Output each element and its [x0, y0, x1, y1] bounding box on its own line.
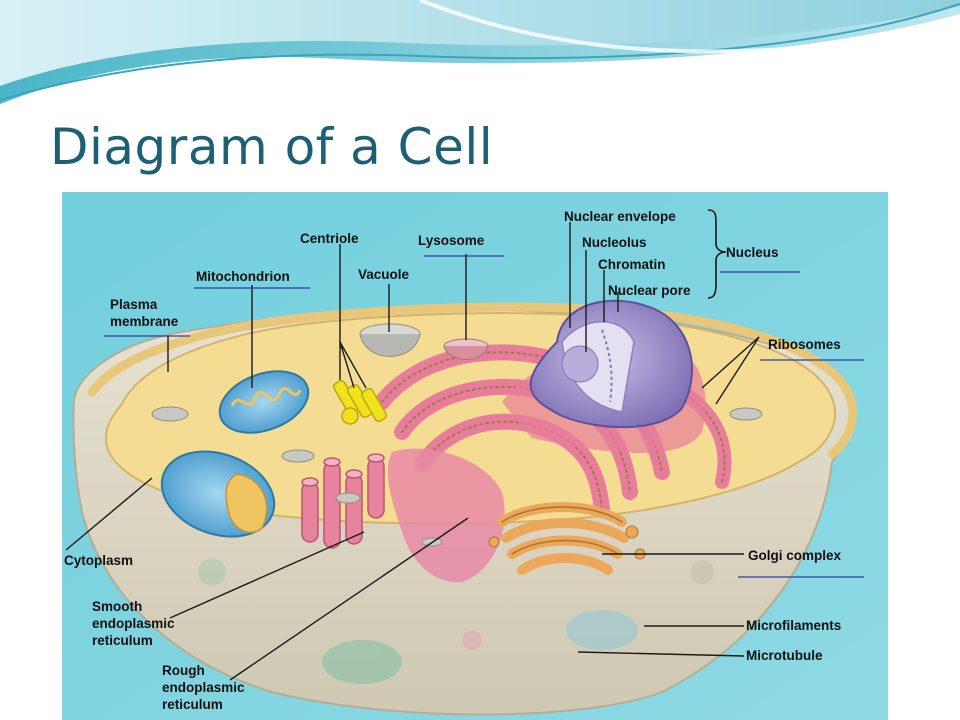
nucleus	[502, 299, 706, 454]
nucleolus-body	[561, 345, 599, 383]
header-wave-line	[0, 3, 960, 101]
label-rough-er-line-2: endoplasmic	[162, 680, 245, 695]
header-wave-front	[0, 0, 960, 86]
smooth-er	[301, 453, 385, 549]
label-smooth-er-line-3: reticulum	[92, 633, 153, 648]
lysosome-bowl	[443, 338, 489, 360]
cutaway-organelles	[198, 558, 714, 684]
header-wave-line-2	[419, 0, 960, 54]
plasma-membrane-rim	[87, 302, 858, 459]
centriole-body	[333, 379, 387, 425]
golgi-complex	[488, 502, 646, 575]
mitochondrion-bottom	[160, 450, 276, 538]
nucleus-brace	[707, 209, 727, 299]
label-rough-er: Rough endoplasmic reticulum	[162, 662, 245, 713]
vacuole-bowl	[359, 323, 421, 357]
label-nucleus: Nucleus	[726, 245, 779, 260]
label-nuclear-pore: Nuclear pore	[608, 283, 691, 298]
label-rough-er-line-1: Rough	[162, 663, 205, 678]
label-ribosomes: Ribosomes	[768, 337, 841, 352]
label-plasma-membrane-line-2: membrane	[110, 314, 179, 329]
rough-er-cutface	[387, 448, 505, 583]
label-golgi-complex: Golgi complex	[748, 548, 842, 563]
label-nucleolus: Nucleolus	[582, 235, 647, 250]
label-cytoplasm: Cytoplasm	[64, 553, 134, 568]
cell-illustration	[62, 192, 888, 720]
leader-lines	[65, 222, 760, 681]
label-centriole: Centriole	[300, 231, 359, 246]
label-vacuole: Vacuole	[358, 267, 410, 282]
vesicles	[151, 406, 763, 547]
label-nuclear-envelope: Nuclear envelope	[564, 209, 676, 224]
cell-diagram: Plasma membrane Mitochondrion Centriole …	[62, 192, 888, 720]
label-microfilaments: Microfilaments	[746, 618, 842, 633]
label-smooth-er: Smooth endoplasmic reticulum	[92, 598, 175, 649]
label-smooth-er-line-2: endoplasmic	[92, 616, 175, 631]
label-underlines	[104, 255, 864, 578]
mitochondrion-top	[218, 370, 310, 434]
slide-title: Diagram of a Cell	[50, 118, 494, 176]
label-rough-er-line-3: reticulum	[162, 697, 223, 712]
label-plasma-membrane-line-1: Plasma	[110, 297, 158, 312]
label-plasma-membrane: Plasma membrane	[110, 296, 178, 330]
label-chromatin: Chromatin	[598, 257, 666, 272]
label-microtubule: Microtubule	[746, 648, 823, 663]
label-smooth-er-line-1: Smooth	[92, 599, 143, 614]
label-lysosome: Lysosome	[418, 233, 485, 248]
label-mitochondrion: Mitochondrion	[196, 269, 290, 284]
